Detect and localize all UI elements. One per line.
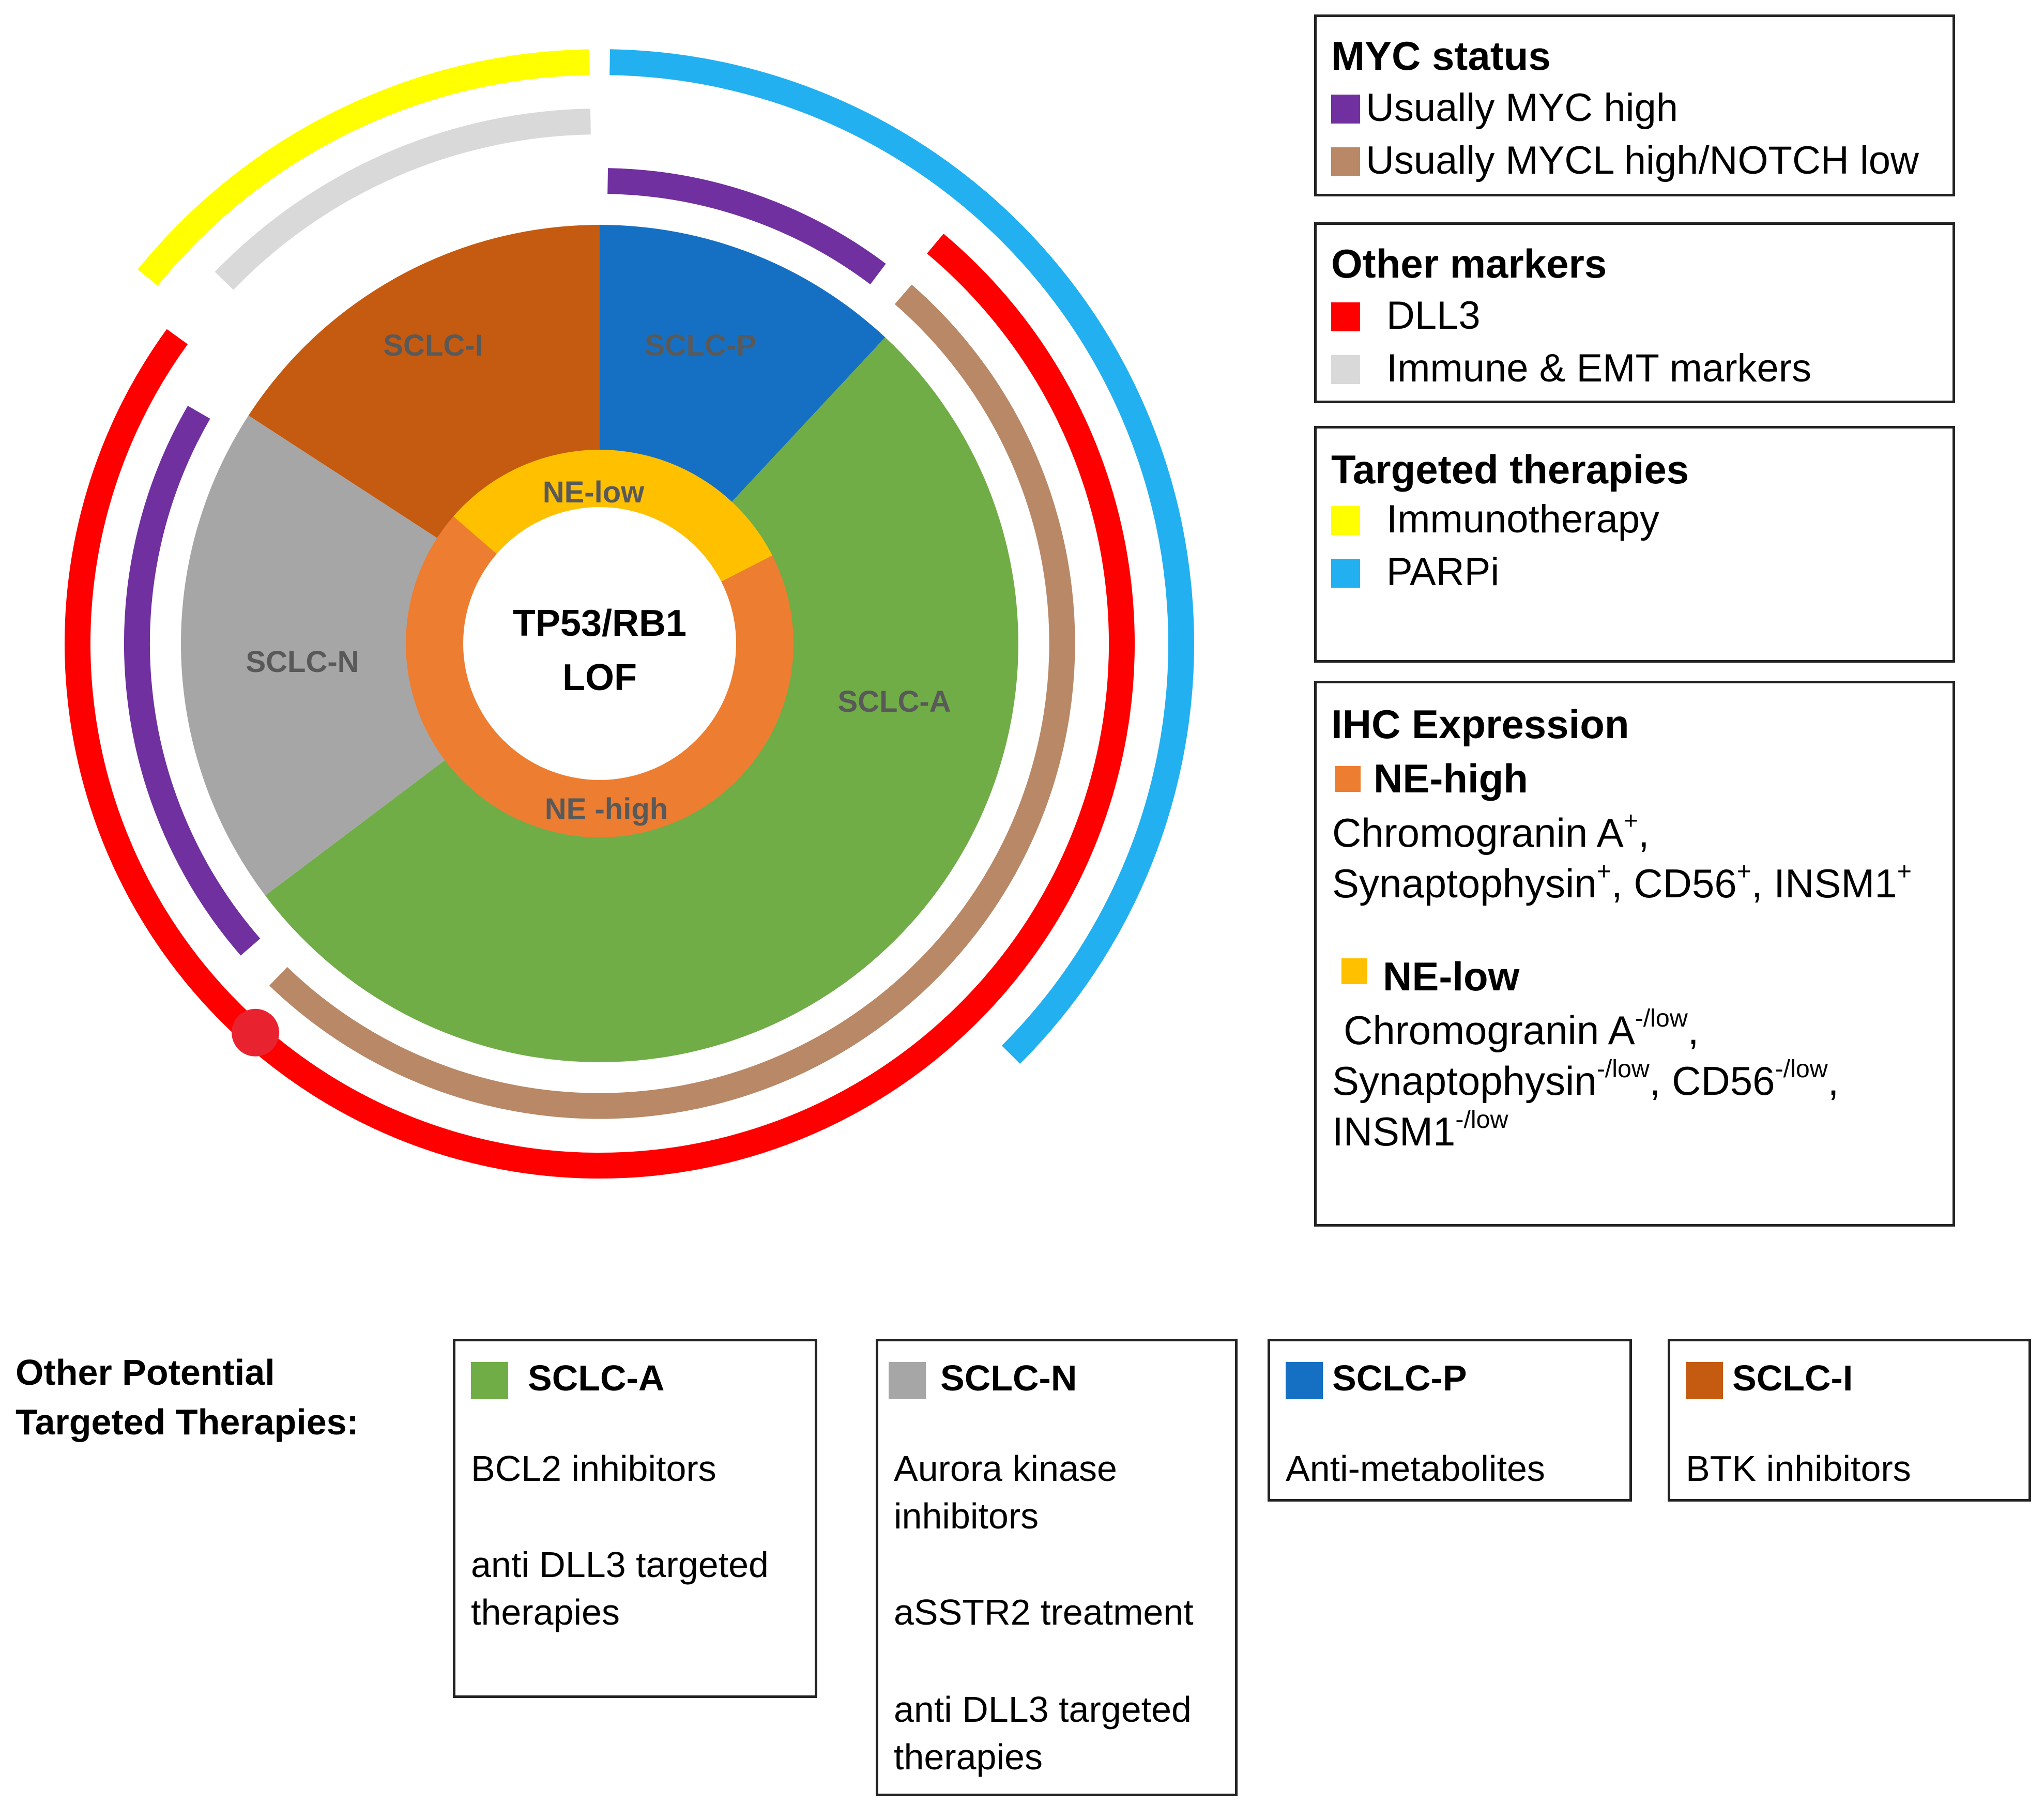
ihc-expression-legend: IHC Expression NE-high Chromogranin A+, … [1314,681,1955,1227]
center-label-line2: LOF [562,657,637,698]
ne-low-label: NE-low [543,476,645,509]
sclc-n-segment [180,415,600,896]
sclc-n-label: SCLC-N [246,645,359,679]
immune-emt-swatch [1331,355,1360,384]
sclc-n-therapy-3b: therapies [894,1737,1043,1777]
dll3-arc-left [64,329,266,1048]
ne-low-line-3: INSM1-/low [1332,1106,1508,1154]
sclc-subtype-diagram: TP53/RB1 LOF NE-low NE -high SCLC-P SCLC… [64,49,1194,1179]
sclc-p-swatch [1286,1362,1323,1399]
center-label-line1: TP53/RB1 [513,603,687,644]
ne-low-line-1: Chromogranin A-/low, [1344,1004,1699,1053]
immunotherapy-arc [138,49,590,286]
ne-high-label: NE -high [545,792,668,826]
myc-high-swatch [1331,95,1360,124]
sclc-a-box-title: SCLC-A [528,1358,665,1398]
myc-status-legend: MYC status Usually MYC high Usually MYCL… [1314,14,1955,196]
immune-emt-arc [215,109,591,290]
sclc-n-therapy-1a: Aurora kinase [894,1448,1117,1489]
sclc-a-therapy-1: BCL2 inhibitors [471,1448,716,1489]
ne-low-swatch [1341,958,1367,984]
sclc-p-box-title: SCLC-P [1332,1358,1467,1398]
other-therapies-title-line2: Targeted Therapies: [16,1401,359,1442]
mycl-high-swatch [1331,147,1360,176]
sclc-a-therapies-box: SCLC-A BCL2 inhibitors anti DLL3 targete… [453,1339,817,1698]
ne-high-line-1: Chromogranin A+, [1332,807,1650,855]
center-hole [463,507,736,780]
other-markers-title: Other markers [1331,241,1607,286]
sclc-n-therapies-box: SCLC-N Aurora kinase inhibitors aSSTR2 t… [876,1339,1238,1796]
sclc-a-swatch [471,1362,508,1399]
immunotherapy-label: Immunotherapy [1386,497,1660,541]
mycl-high-arc [269,284,1075,1119]
dll3-label: DLL3 [1386,294,1481,338]
sclc-i-swatch [1686,1362,1723,1399]
sclc-n-box-title: SCLC-N [940,1358,1077,1398]
sclc-n-swatch [889,1362,926,1399]
sclc-i-label: SCLC-I [383,329,483,362]
myc-status-title: MYC status [1331,33,1551,79]
ne-high-swatch [1335,766,1361,792]
dll3-joint-dot [232,1008,280,1057]
sclc-a-label: SCLC-A [837,685,951,718]
dll3-arc-right [235,234,1135,1179]
ne-high-ring [405,516,794,838]
ne-high-title: NE-high [1374,756,1528,801]
dll3-swatch [1331,302,1360,331]
sclc-i-therapies-box: SCLC-I BTK inhibitors [1668,1339,2031,1502]
ne-high-line-2: Synaptophysin+, CD56+, INSM1+ [1332,858,1912,906]
myc-high-arc-left [124,406,261,956]
sclc-a-therapy-2b: therapies [471,1592,620,1632]
other-markers-legend: Other markers DLL3 Immune & EMT markers [1314,222,1955,403]
sclc-i-therapy-1: BTK inhibitors [1686,1448,1911,1489]
parpi-swatch [1331,559,1360,588]
other-therapies-title: Other Potential Targeted Therapies: [16,1348,359,1447]
sclc-a-therapy-2a: anti DLL3 targeted [471,1544,769,1585]
targeted-therapies-legend: Targeted therapies Immunotherapy PARPi [1314,426,1955,663]
parpi-label: PARPi [1386,550,1500,594]
myc-high-label: Usually MYC high [1366,86,1678,130]
sclc-n-therapy-3a: anti DLL3 targeted [894,1689,1192,1730]
sclc-n-therapy-2: aSSTR2 treatment [894,1592,1194,1632]
sclc-p-therapy-1: Anti-metabolites [1286,1448,1545,1489]
sclc-n-therapy-1b: inhibitors [894,1496,1039,1536]
parpi-arc [609,49,1194,1064]
immunotherapy-swatch [1331,506,1360,535]
targeted-therapies-title: Targeted therapies [1331,447,1689,492]
other-therapies-title-line1: Other Potential [16,1352,275,1393]
mycl-high-label: Usually MYCL high/NOTCH low [1366,139,1919,182]
sclc-i-box-title: SCLC-I [1732,1358,1853,1398]
sclc-p-label: SCLC-P [645,329,756,362]
ne-low-line-2: Synaptophysin-/low, CD56-/low, [1332,1055,1839,1104]
ne-low-ring [453,450,773,583]
sclc-p-therapies-box: SCLC-P Anti-metabolites [1268,1339,1632,1502]
ihc-expression-title: IHC Expression [1331,701,1629,747]
myc-high-arc-top [607,168,886,285]
ne-low-title: NE-low [1383,954,1520,999]
immune-emt-label: Immune & EMT markers [1386,346,1812,390]
